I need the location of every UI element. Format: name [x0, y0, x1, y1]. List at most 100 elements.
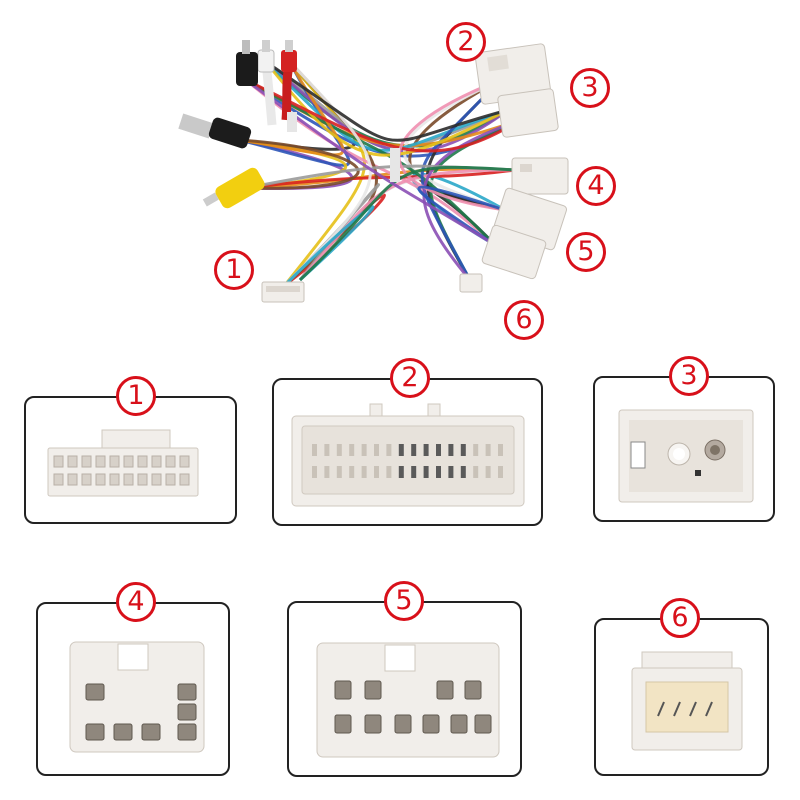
pin-slot	[374, 466, 379, 478]
wire	[422, 118, 521, 281]
pin-terminal	[364, 680, 382, 700]
pin-slot	[53, 473, 64, 486]
pin-terminal	[422, 714, 440, 734]
pin-slot	[53, 455, 64, 468]
pin-slot	[67, 455, 78, 468]
pin-slot	[386, 466, 392, 478]
panel-label-1: 1	[116, 376, 156, 416]
pin-slot	[361, 466, 367, 478]
pin-slot	[109, 455, 120, 468]
pin-terminal	[474, 714, 492, 734]
pin-slot	[95, 473, 106, 486]
harness-connector-6	[459, 273, 483, 293]
cable-tie	[287, 112, 297, 132]
pin-slot	[460, 466, 466, 478]
harness-label-1: 1	[214, 250, 254, 290]
pin-slot	[374, 444, 379, 456]
wire	[264, 61, 509, 157]
pin-terminal	[177, 723, 197, 741]
pin-slot	[312, 444, 317, 456]
pin-slot	[109, 473, 120, 486]
pin-slot	[336, 444, 342, 456]
wire-bundle	[239, 60, 521, 287]
pin-slot	[498, 466, 503, 478]
pin-slot	[123, 473, 134, 486]
harness-label-3: 3	[570, 68, 610, 108]
harness-connector-3	[497, 88, 559, 138]
connector-panel-4	[36, 602, 230, 776]
pin-terminal	[177, 703, 197, 721]
pin-slot	[179, 473, 190, 486]
connector-5-photo	[316, 642, 500, 758]
harness-label-2: 2	[446, 22, 486, 62]
pin-slot	[423, 444, 429, 456]
pin-terminal	[464, 680, 482, 700]
pin-terminal	[334, 714, 352, 734]
connector-6-photo	[631, 651, 743, 751]
pin-slot	[137, 455, 148, 468]
pin-slot	[386, 444, 392, 456]
pin-slot	[95, 455, 106, 468]
connector-panel-1	[24, 396, 237, 524]
panel-label-2: 2	[390, 358, 430, 398]
pin-terminal	[334, 680, 352, 700]
pin-slot	[448, 444, 454, 456]
harness-label-6: 6	[504, 300, 544, 340]
harness-label-5: 5	[566, 232, 606, 272]
connector-panel-2	[272, 378, 543, 526]
pin-slot	[436, 444, 441, 456]
pin-slot	[485, 444, 491, 456]
pin-slot	[123, 455, 134, 468]
wire	[265, 60, 509, 142]
pin-slot	[324, 444, 330, 456]
pin-slot	[398, 444, 404, 456]
pin-terminal	[85, 683, 105, 701]
connector-2-photo	[291, 403, 525, 507]
pin-slot	[411, 466, 417, 478]
rca-plug-white	[257, 40, 277, 126]
pin-slot	[349, 466, 355, 478]
pin-slot	[460, 444, 466, 456]
pin-slot	[312, 466, 317, 478]
panel-label-4: 4	[116, 582, 156, 622]
pin-slot	[81, 473, 92, 486]
pin-slot	[411, 444, 417, 456]
panel-label-5: 5	[384, 581, 424, 621]
cable-tie	[390, 148, 400, 182]
pin-slot	[436, 466, 441, 478]
pin-slot	[473, 444, 479, 456]
panel-label-3: 3	[669, 356, 709, 396]
pin-slot	[165, 455, 176, 468]
pin-slot	[324, 466, 330, 478]
pin-terminal	[141, 723, 161, 741]
harness-connector-5	[481, 187, 568, 280]
connector-3-photo	[618, 409, 754, 503]
harness-label-4: 4	[576, 166, 616, 206]
pin-terminal	[177, 683, 197, 701]
pin-terminal	[85, 723, 105, 741]
pin-slot	[81, 455, 92, 468]
pin-slot	[498, 444, 503, 456]
pin-slot	[67, 473, 78, 486]
pin-slot	[448, 466, 454, 478]
pin-terminal	[364, 714, 382, 734]
pin-slot	[151, 473, 162, 486]
pin-slot	[349, 444, 355, 456]
harness-connector-2	[474, 43, 552, 105]
rca-plug-red	[281, 40, 297, 121]
harness-connector-4	[511, 157, 569, 195]
pin-slot	[473, 466, 479, 478]
pin-slot	[423, 466, 429, 478]
pin-slot	[151, 455, 162, 468]
pin-terminal	[113, 723, 133, 741]
pin-terminal	[436, 680, 454, 700]
connector-4-photo	[69, 641, 205, 753]
harness-connector-1	[261, 281, 305, 303]
pin-slot	[165, 473, 176, 486]
wire	[283, 205, 375, 287]
connector-panel-6	[594, 618, 769, 776]
rca-plug-black	[236, 40, 258, 86]
wire	[417, 185, 506, 247]
connector-panel-3	[593, 376, 775, 522]
pin-terminal	[394, 714, 412, 734]
